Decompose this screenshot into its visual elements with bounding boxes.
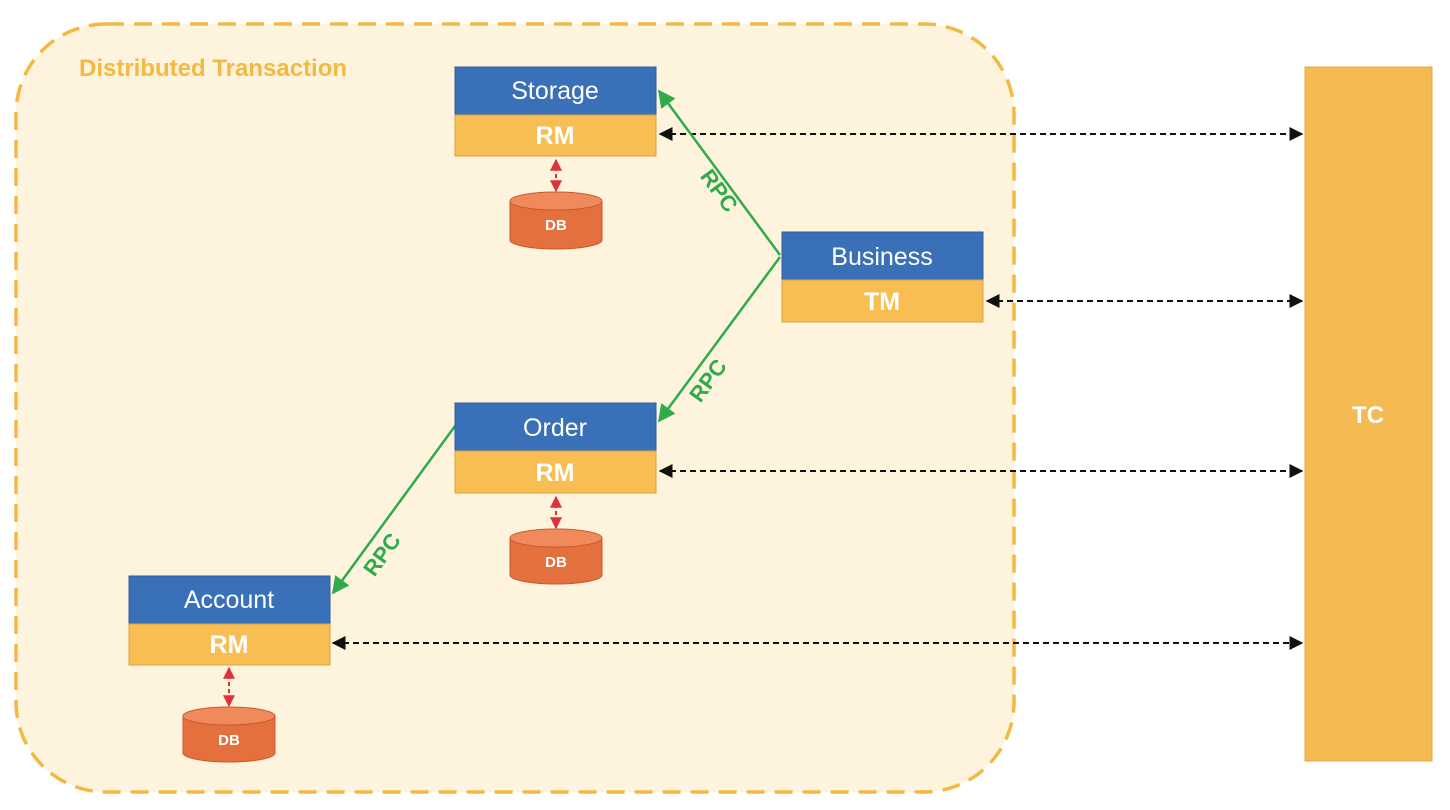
order-service: Order RM [454,402,657,494]
storage-db-icon: DB [509,191,603,250]
tc-box [1304,66,1433,762]
rpc-arrow-business-order [657,256,782,423]
business-tm-box [781,279,984,323]
business-header [781,231,984,281]
order-header [454,402,657,452]
business-service: Business TM [781,231,984,323]
order-rm-box [454,450,657,494]
business-name: Business [831,243,932,271]
business-tm-label: TM [864,288,900,316]
order-rm-label: RM [536,459,575,487]
rpc-arrow-order-account [331,425,457,595]
account-rm-box [128,623,331,666]
storage-header [454,66,657,116]
storage-name: Storage [511,77,599,105]
tc-label: TC [1352,402,1384,429]
account-db-label: DB [218,732,240,749]
account-db-icon: DB [182,706,276,763]
group-title: Distributed Transaction [79,55,347,82]
storage-rm-box [454,114,657,157]
order-db-label: DB [545,554,567,571]
rpc-arrow-business-storage [657,89,782,256]
account-rm-label: RM [210,631,249,659]
storage-rm-label: RM [536,122,575,150]
storage-db-label: DB [545,217,567,234]
account-service: Account RM [128,575,331,666]
account-header [128,575,331,625]
order-db-icon: DB [509,528,603,585]
storage-service: Storage RM [454,66,657,157]
order-name: Order [523,414,587,442]
account-name: Account [184,586,274,614]
